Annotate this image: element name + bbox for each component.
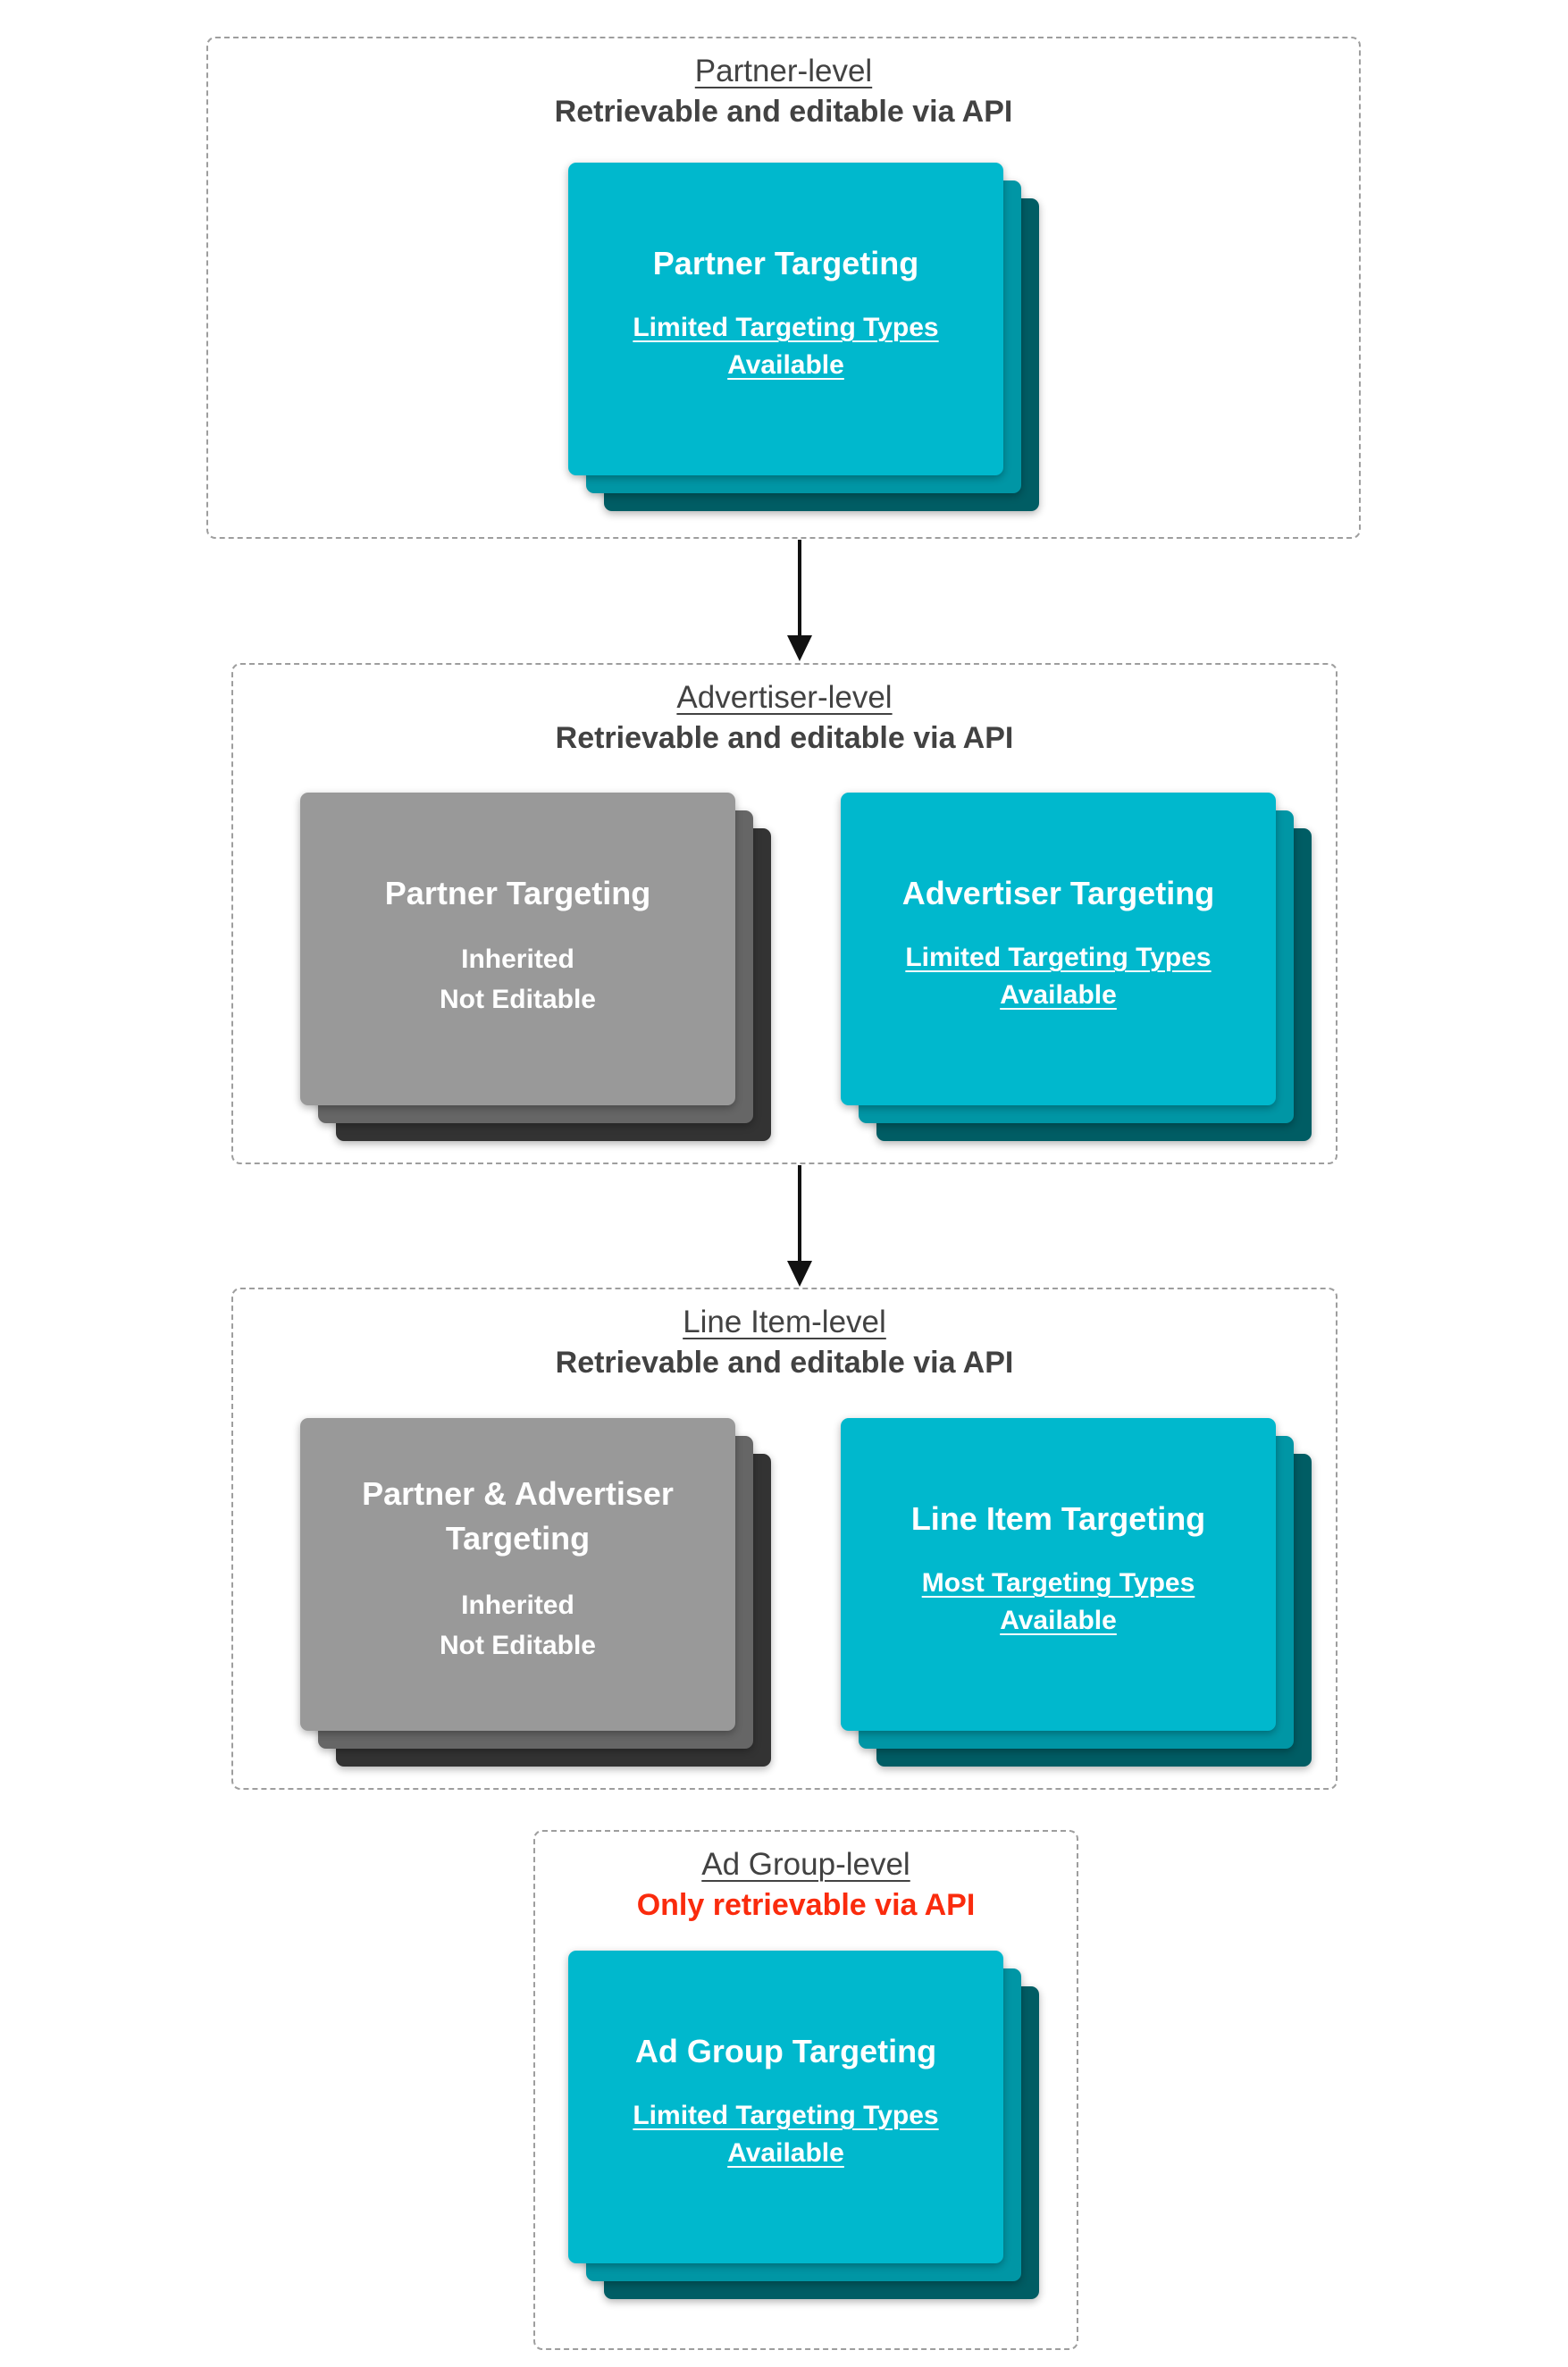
- partner-targeting-card: Partner Targeting Limited Targeting Type…: [568, 163, 1003, 475]
- card-front-layer: [300, 1418, 735, 1731]
- card-subtitle: Most Targeting Types Available: [921, 1568, 1195, 1636]
- card-front-layer: [568, 1951, 1003, 2263]
- card-subtitle-line-1: Inherited: [461, 944, 574, 975]
- card-subtitle: Limited Targeting Types Available: [633, 2101, 939, 2169]
- section-ad-group-level: Ad Group-level Only retrievable via API …: [533, 1830, 1078, 2350]
- ad-group-level-title: Ad Group-level: [701, 1847, 910, 1882]
- advertiser-level-api-note: Retrievable and editable via API: [555, 721, 1014, 756]
- section-partner-level: Partner-level Retrievable and editable v…: [206, 37, 1361, 539]
- card-front-layer: [300, 793, 735, 1105]
- card-title: Partner & Advertiser Targeting: [362, 1475, 674, 1557]
- card-front-layer: [841, 793, 1276, 1105]
- section-line-item-level: Line Item-level Retrievable and editable…: [231, 1288, 1337, 1790]
- card-subtitle-line-2: Not Editable: [439, 1630, 596, 1660]
- line-item-level-title: Line Item-level: [683, 1305, 886, 1339]
- arrow-head-icon: [787, 635, 812, 661]
- partner-level-title: Partner-level: [694, 54, 873, 88]
- card-subtitle: Limited Targeting Types Available: [633, 313, 939, 381]
- line-item-targeting-card: Line Item Targeting Most Targeting Types…: [841, 1418, 1276, 1731]
- arrow-stem: [798, 1165, 801, 1261]
- card-subtitle-line-2: Not Editable: [439, 985, 596, 1015]
- ad-group-targeting-card-stack: Ad Group Targeting Limited Targeting Typ…: [568, 1951, 1039, 2299]
- line-item-level-api-note: Retrievable and editable via API: [555, 1346, 1014, 1381]
- card-title: Partner Targeting: [384, 875, 651, 911]
- advertiser-level-title: Advertiser-level: [676, 680, 893, 715]
- arrow-stem: [798, 540, 801, 635]
- card-subtitle: Limited Targeting Types Available: [905, 943, 1212, 1011]
- arrow-head-icon: [787, 1261, 812, 1287]
- card-front-layer: [841, 1418, 1276, 1731]
- card-front-layer: [568, 163, 1003, 475]
- section-advertiser-level: Advertiser-level Retrievable and editabl…: [231, 663, 1337, 1164]
- ad-group-targeting-card: Ad Group Targeting Limited Targeting Typ…: [568, 1951, 1003, 2263]
- card-title: Line Item Targeting: [910, 1500, 1206, 1537]
- card-title: Ad Group Targeting: [634, 2033, 937, 2069]
- partner-level-api-note: Retrievable and editable via API: [554, 95, 1013, 130]
- inherited-partner-advertiser-targeting-card-stack: Partner & Advertiser Targeting Inherited…: [300, 1418, 771, 1767]
- advertiser-targeting-card: Advertiser Targeting Limited Targeting T…: [841, 793, 1276, 1105]
- card-subtitle-line-1: Inherited: [461, 1590, 574, 1620]
- card-title: Partner Targeting: [652, 245, 919, 281]
- inherited-partner-advertiser-targeting-card: Partner & Advertiser Targeting Inherited…: [300, 1418, 735, 1731]
- line-item-targeting-card-stack: Line Item Targeting Most Targeting Types…: [841, 1418, 1312, 1767]
- partner-targeting-card-stack: Partner Targeting Limited Targeting Type…: [568, 163, 1039, 511]
- card-title: Advertiser Targeting: [901, 875, 1215, 911]
- arrow-partner-to-advertiser: [784, 540, 816, 661]
- advertiser-targeting-card-stack: Advertiser Targeting Limited Targeting T…: [841, 793, 1312, 1141]
- card-subtitle: Inherited Not Editable: [440, 939, 596, 1020]
- arrow-advertiser-to-line-item: [784, 1165, 816, 1287]
- ad-group-level-api-note: Only retrievable via API: [636, 1888, 976, 1923]
- inherited-partner-targeting-card: Partner Targeting Inherited Not Editable: [300, 793, 735, 1105]
- inherited-partner-targeting-card-stack: Partner Targeting Inherited Not Editable: [300, 793, 771, 1141]
- card-subtitle: Inherited Not Editable: [440, 1585, 596, 1666]
